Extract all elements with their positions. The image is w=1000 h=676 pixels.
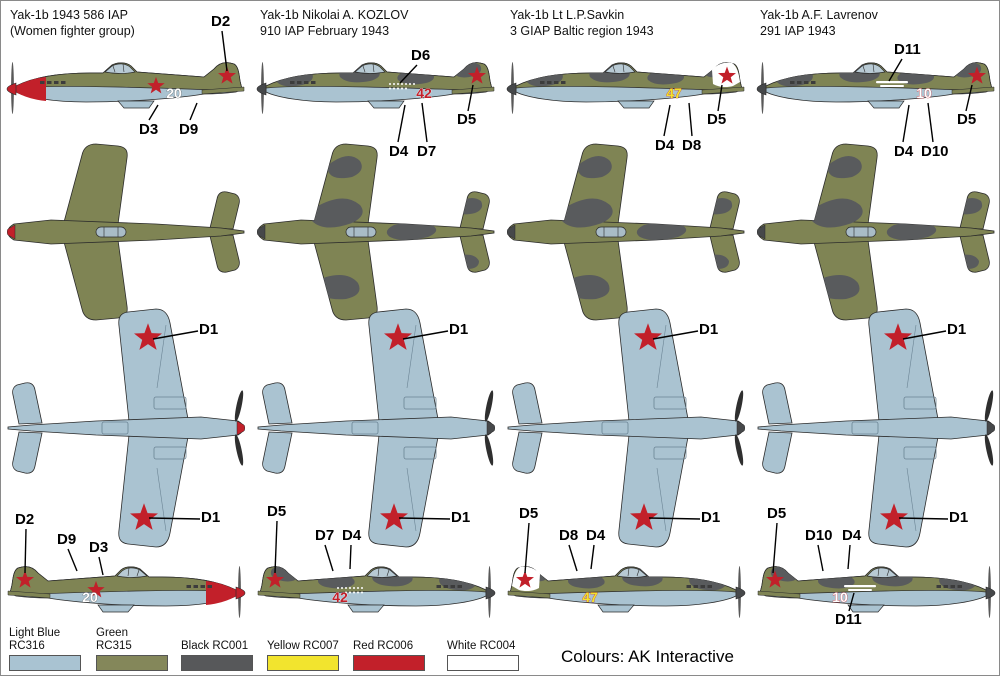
decal-callout: D4	[389, 143, 409, 160]
legend-item: White RC004	[447, 627, 519, 671]
swatch-label: RC316	[9, 640, 45, 653]
decal-callout: D10	[805, 527, 833, 544]
swatch-label: Light Blue	[9, 627, 61, 639]
decal-callout: D4	[894, 143, 914, 160]
decal-callout: D1	[451, 509, 471, 526]
scheme-title-line1: Yak-1b A.F. Lavrenov	[760, 8, 878, 22]
legend-note: Colours: AK Interactive	[561, 647, 734, 666]
decal-callout: D11	[894, 41, 921, 58]
decal-callout: D1	[199, 321, 219, 338]
scheme-title: Yak-1b Nikolai A. KOZLOV 910 IAP Februar…	[260, 7, 408, 39]
tactical-number: 42	[332, 589, 348, 605]
tactical-number: 10	[832, 589, 848, 605]
colour-swatch	[267, 655, 339, 671]
side-profile-starboard: 47	[506, 57, 746, 121]
decal-callout: D8	[682, 137, 702, 154]
swatch-label: Red RC006	[353, 639, 414, 652]
legend-item: Red RC006	[353, 627, 425, 671]
decal-callout: D1	[947, 321, 967, 338]
decal-callout: D10	[921, 143, 949, 160]
decal-callout: D3	[139, 121, 159, 138]
legend-item: Light Blue RC316	[9, 627, 81, 671]
decal-callout: D2	[15, 511, 35, 528]
side-profile-port: 10	[756, 561, 996, 625]
decal-callout: D2	[211, 13, 231, 30]
decal-callout: D4	[586, 527, 606, 544]
side-profile-starboard: 42	[256, 57, 496, 121]
side-profile-starboard: 20	[6, 57, 246, 121]
colour-swatch	[181, 655, 253, 671]
colour-swatch	[447, 655, 519, 671]
side-profile-port: 47	[506, 561, 746, 625]
decal-callout: D1	[449, 321, 469, 338]
decal-callout: D5	[267, 503, 287, 520]
aircraft-column-kozlov: Yak-1b Nikolai A. KOZLOV 910 IAP Februar…	[256, 1, 496, 676]
decal-callout: D4	[342, 527, 362, 544]
tactical-number: 10	[916, 85, 932, 101]
decal-callout: D5	[957, 111, 977, 128]
side-profile-port: 42	[256, 561, 496, 625]
colour-swatch	[353, 655, 425, 671]
decal-callout: D6	[411, 47, 431, 64]
scheme-title: Yak-1b A.F. Lavrenov 291 IAP 1943	[760, 7, 878, 39]
decal-callout: D5	[519, 505, 539, 522]
swatch-label: Green	[96, 627, 128, 639]
legend-item: Green RC315	[96, 627, 168, 671]
swatch-label: RC315	[96, 640, 132, 653]
legend-item: Yellow RC007	[267, 627, 339, 671]
decal-callout: D1	[701, 509, 721, 526]
decal-callout: D5	[767, 505, 787, 522]
decal-callout: D1	[699, 321, 719, 338]
scheme-title-line1: Yak-1b Lt L.P.Savkin	[510, 8, 625, 22]
decal-callout: D11	[835, 611, 862, 628]
colour-swatch	[96, 655, 168, 671]
decal-callout: D4	[842, 527, 862, 544]
tactical-number: 47	[666, 85, 682, 101]
tactical-number: 47	[582, 589, 598, 605]
decal-callout: D5	[707, 111, 727, 128]
tactical-number: 42	[416, 85, 432, 101]
decal-callout: D9	[57, 531, 77, 548]
decal-callout: D7	[417, 143, 437, 160]
swatch-label: White RC004	[447, 639, 516, 652]
tactical-number: 20	[166, 85, 182, 101]
scheme-title: Yak-1b Lt L.P.Savkin 3 GIAP Baltic regio…	[510, 7, 654, 39]
scheme-title: Yak-1b 1943 586 IAP (Women fighter group…	[10, 7, 135, 39]
decal-callout: D5	[457, 111, 477, 128]
swatch-label: Yellow RC007	[267, 639, 339, 652]
aircraft-column-586iap: Yak-1b 1943 586 IAP (Women fighter group…	[6, 1, 246, 676]
decal-callout: D1	[201, 509, 221, 526]
swatch-label: Black RC001	[181, 639, 249, 652]
colour-swatch	[9, 655, 81, 671]
decal-callout: D7	[315, 527, 335, 544]
scheme-title-line2: 291 IAP 1943	[760, 24, 836, 38]
decal-callout: D3	[89, 539, 109, 556]
colour-legend: Light Blue RC316 Green RC315 Black RC001…	[1, 625, 999, 675]
side-profile-port: 20	[6, 561, 246, 625]
scheme-title-line2: 3 GIAP Baltic region 1943	[510, 24, 654, 38]
decal-callout: D1	[949, 509, 969, 526]
side-profile-starboard: 10	[756, 57, 996, 121]
aircraft-column-lavrenov: Yak-1b A.F. Lavrenov 291 IAP 1943 10 10	[756, 1, 996, 676]
aircraft-column-savkin: Yak-1b Lt L.P.Savkin 3 GIAP Baltic regio…	[506, 1, 746, 676]
scheme-title-line1: Yak-1b 1943 586 IAP	[10, 8, 128, 22]
decal-callout: D8	[559, 527, 579, 544]
scheme-title-line2: (Women fighter group)	[10, 24, 135, 38]
tactical-number: 20	[82, 589, 98, 605]
decal-callout: D4	[655, 137, 675, 154]
decal-callout: D9	[179, 121, 199, 138]
scheme-title-line1: Yak-1b Nikolai A. KOZLOV	[260, 8, 409, 22]
legend-item: Black RC001	[181, 627, 253, 671]
scheme-title-line2: 910 IAP February 1943	[260, 24, 390, 38]
